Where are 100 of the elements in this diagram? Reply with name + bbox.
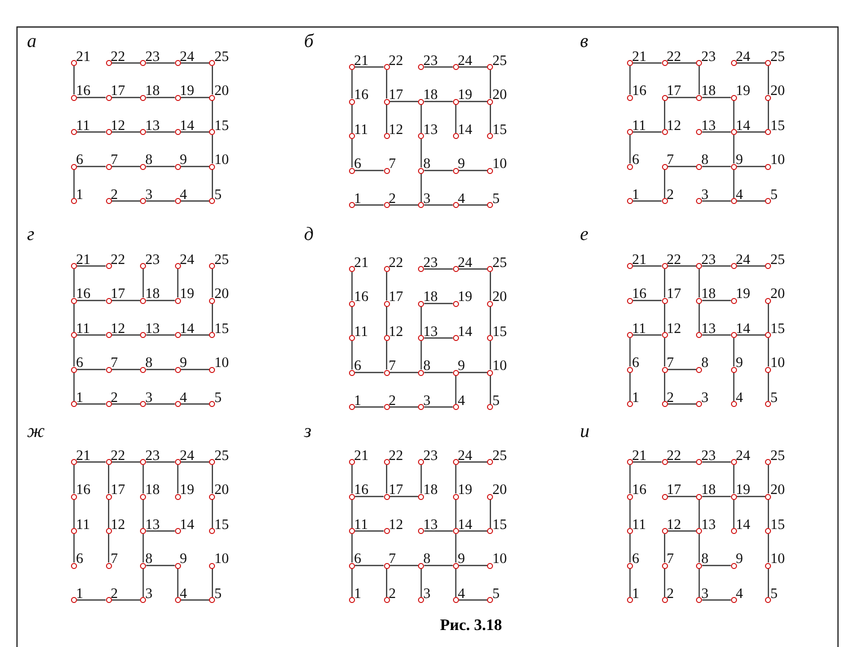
graph-edge [458,372,488,374]
graph-edge [351,534,353,562]
graph-edge [351,70,353,98]
graph-edge [351,465,353,494]
vertex-number: 4 [180,586,188,601]
vertex-number: 6 [354,359,362,374]
vertex-number: 11 [632,322,646,336]
vertex-number: 13 [423,324,438,339]
vertex-number: 4 [736,390,744,405]
graph-edge [73,372,75,401]
vertex-number: 23 [145,252,160,267]
vertex-number: 18 [701,287,716,302]
graph-edge [355,204,384,206]
vertex-number: 4 [180,390,188,405]
vertex-number: 21 [76,252,90,267]
graph-edge [420,341,422,370]
graph-edge [212,269,213,298]
graph-edge [733,372,734,401]
panel-letter: ж [27,422,45,441]
vertex-number: 11 [76,518,90,532]
graph-edge [386,104,388,133]
vertex-number: 25 [770,50,785,64]
vertex-number: 17 [666,287,682,302]
graph-edge [768,304,769,332]
graph-edge [355,564,384,566]
vertex-number: 16 [632,84,646,98]
vertex-number: 16 [632,287,646,302]
vertex-number: 11 [76,118,90,133]
vertex-number: 8 [145,153,152,168]
graph-edge [768,372,769,401]
graph-edge [455,104,456,133]
vertex-number: 2 [388,586,396,601]
graph-edge [633,62,662,64]
graph-edge [702,461,731,463]
graph-edge [351,272,353,300]
vertex-number: 15 [214,322,229,336]
vertex-number: 14 [458,122,472,137]
graph-edge [455,465,456,494]
graph-edge [177,568,178,597]
vertex-number: 2 [666,188,674,202]
graph-edge [351,341,353,370]
graph-edge [702,96,731,98]
graph-edge [629,465,631,494]
graph-edge [490,104,491,133]
graph-edge [112,461,140,463]
graph-edge [77,131,106,133]
graph-edge [698,269,700,298]
vertex-number: 11 [354,518,368,532]
graph-edge [390,372,418,374]
vertex-number: 16 [632,483,646,498]
graph-edge [355,496,384,498]
graph-edge [351,104,353,133]
vertex-number: 22 [110,448,126,463]
vertex-number: 24 [458,54,472,68]
vertex-number: 18 [145,84,160,98]
vertex-number: 12 [388,518,404,532]
vertex-number: 23 [145,448,160,463]
graph-edge [424,170,453,172]
vertex-number: 4 [458,192,466,206]
graph-edge [108,465,110,494]
graph-edge [180,131,210,133]
vertex-number: 5 [492,394,500,408]
vertex-number: 19 [736,84,750,98]
vertex-number: 18 [701,483,716,498]
vertex-number: 8 [145,552,152,566]
vertex-number: 17 [110,287,126,302]
vertex-number: 10 [214,552,229,566]
graph-edge [668,403,696,405]
vertex-number: 3 [145,188,152,202]
graph-edge [424,564,453,566]
vertex-number: 24 [180,448,194,463]
graph-edge [390,564,418,566]
vertex-number: 3 [701,188,708,202]
vertex-number: 8 [701,552,708,566]
vertex-number: 13 [145,322,160,336]
graph-edge [355,406,384,408]
graph-edge [668,265,696,267]
graph-edge [212,135,213,164]
graph-edge [180,200,210,202]
vertex-number: 6 [632,356,640,370]
vertex-number: 19 [180,287,194,302]
graph-edge [146,564,175,566]
graph-edge [629,372,631,401]
vertex-number: 24 [736,448,750,463]
vertex-number: 1 [632,586,640,601]
graph-edge [424,100,453,102]
vertex-number: 23 [145,50,160,64]
vertex-number: 24 [458,256,472,270]
vertex-number: 9 [736,356,744,370]
vertex-number: 3 [145,586,152,601]
panel-letter: г [27,225,34,244]
vertex-number: 8 [145,356,152,370]
vertex-number: 24 [458,448,472,463]
vertex-number: 21 [632,50,646,64]
vertex-number: 2 [666,586,674,601]
vertex-number: 21 [76,50,90,64]
graph-edge [424,268,453,270]
vertex-number: 16 [76,84,90,98]
graph-edge [146,334,175,336]
vertex-number: 3 [423,586,430,601]
